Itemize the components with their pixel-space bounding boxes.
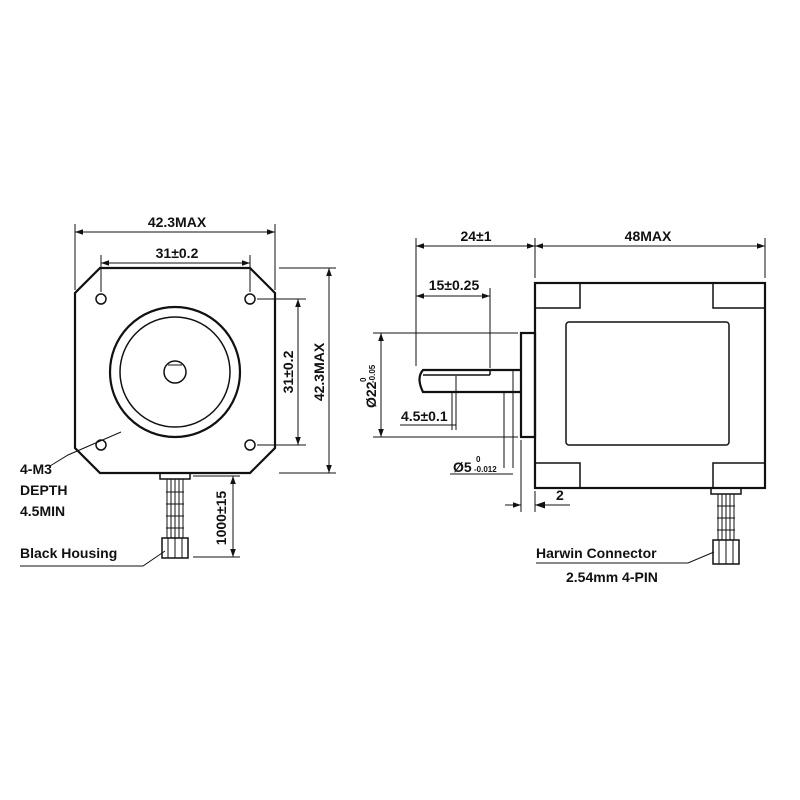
mounting-hole-bottom-right — [244, 439, 256, 451]
hole-note-line1: 4-M3 — [20, 461, 52, 477]
hole-note-leader — [49, 431, 122, 467]
dim-cable-length: 1000±15 — [213, 491, 229, 546]
front-view: 42.3MAX 31±0.2 31±0.2 42.3MAX 4-M3 DEPTH… — [20, 214, 336, 567]
connector-label-line1: Harwin Connector — [536, 545, 657, 561]
front-cable-wires — [166, 479, 184, 538]
front-boss-outer — [108, 305, 242, 439]
dim-boss-dia-sup: 0 — [359, 377, 368, 382]
side-body-outline — [533, 281, 767, 490]
dim-hole-spacing-v: 31±0.2 — [280, 350, 296, 393]
front-shaft — [163, 360, 187, 384]
mounting-hole-top-right — [244, 293, 256, 305]
side-body-end-caps — [535, 283, 765, 488]
mounting-hole-top-left — [95, 293, 107, 305]
dim-shaft-dia-sub: -0.012 — [474, 465, 497, 474]
mounting-hole-bottom-left — [95, 439, 107, 451]
hole-note-line2: DEPTH — [20, 482, 67, 498]
side-cable-wires — [717, 494, 735, 540]
dim-shaft-dia-sup: 0 — [476, 455, 481, 464]
connector-label-leader — [536, 551, 715, 564]
dim-flat-depth: 4.5±0.1 — [401, 408, 448, 424]
dim-height-max: 42.3MAX — [311, 342, 327, 401]
dim-body-length: 48MAX — [625, 228, 672, 244]
dim-flat-length: 15±0.25 — [429, 277, 480, 293]
side-view: 24±1 48MAX 15±0.25 Ø22 0 -0.05 4.5±0.1 Ø… — [359, 228, 767, 585]
side-shaft-flat — [423, 370, 491, 376]
dim-shaft-length: 24±1 — [460, 228, 491, 244]
dim-boss-height: 2 — [556, 487, 564, 503]
connector-label-line2: 2.54mm 4-PIN — [566, 569, 658, 585]
housing-label-leader — [20, 550, 166, 567]
dim-boss-dia: Ø22 — [363, 381, 379, 408]
side-shaft — [418, 368, 521, 394]
side-body-inner-panel — [565, 321, 730, 446]
side-boss — [519, 331, 537, 439]
hole-note-line3: 4.5MIN — [20, 503, 65, 519]
housing-label: Black Housing — [20, 545, 117, 561]
dim-shaft-dia: Ø5 — [453, 459, 472, 475]
front-body-outline — [73, 266, 277, 475]
dim-boss-dia-sub: -0.05 — [368, 364, 377, 383]
front-boss-inner — [119, 316, 231, 428]
dim-hole-spacing-h: 31±0.2 — [156, 245, 199, 261]
dim-width-max: 42.3MAX — [148, 214, 207, 230]
